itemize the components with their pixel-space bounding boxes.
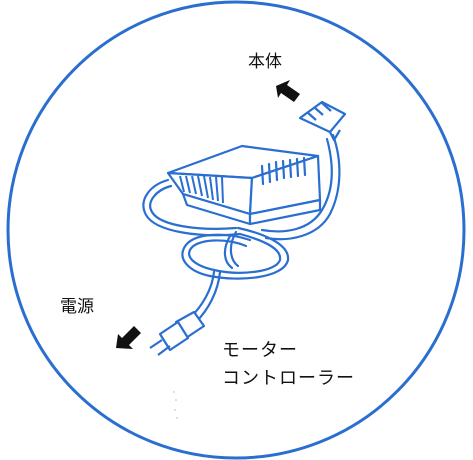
vent-slots-front — [179, 175, 224, 204]
main-unit-connector — [298, 100, 347, 142]
frame-circle — [6, 0, 466, 460]
cable-loop — [142, 178, 290, 280]
arrow-to-main-unit-icon — [276, 80, 300, 102]
label-power: 電源 — [60, 297, 94, 317]
main-unit-cable — [260, 133, 341, 241]
label-device-line2: コントローラー — [222, 368, 355, 389]
controller-body — [166, 144, 322, 226]
label-main-unit: 本体 — [248, 52, 282, 72]
arrow-to-power-icon — [116, 326, 141, 349]
speckle-marks — [173, 391, 178, 419]
label-device-line1: モーター — [222, 340, 298, 361]
power-plug — [149, 310, 206, 356]
vent-slots-side — [260, 156, 307, 186]
